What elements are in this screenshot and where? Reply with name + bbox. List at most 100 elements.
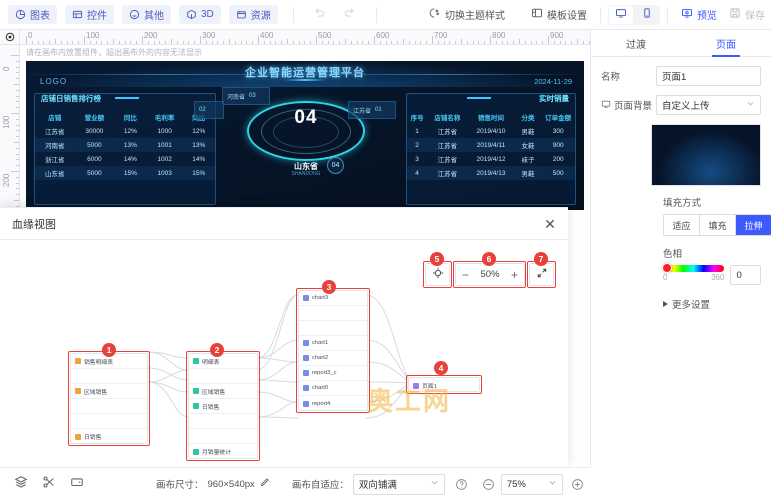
ruler-tick xyxy=(16,72,19,74)
lineage-node-row[interactable]: 日销售 xyxy=(189,399,257,414)
dashboard-left-panel-title: 店铺日销售排行榜 xyxy=(41,94,101,103)
table-header-cell: 营业额 xyxy=(84,115,105,122)
screenshot-icon[interactable] xyxy=(70,475,84,494)
undo-button[interactable] xyxy=(309,5,331,25)
dashboard-left-panel[interactable]: 店铺日销售排行榜 店铺营业额同比毛利率同比江苏省3000012%100012%河… xyxy=(34,93,216,205)
lineage-node-row[interactable]: 月销量统计 xyxy=(189,444,257,459)
fill-mode-stretch[interactable]: 拉伸 xyxy=(736,215,771,235)
dashboard-mini-card-0[interactable]: 河南省 03 xyxy=(222,87,270,105)
fill-mode-fill[interactable]: 填充 xyxy=(700,215,736,235)
help-icon[interactable] xyxy=(455,478,468,491)
ruler-tick xyxy=(11,55,19,56)
toolbar-chip-other[interactable]: 其他 xyxy=(122,5,171,24)
graph-zoom-out-button[interactable]: − xyxy=(462,267,470,282)
toolbar-chip-widgets[interactable]: 控件 xyxy=(65,5,114,24)
toolbar-chip-3d[interactable]: 3D xyxy=(179,5,221,24)
lineage-node-row[interactable]: 区域销售 xyxy=(71,384,147,399)
preview-button[interactable]: 预览 xyxy=(675,5,723,25)
device-desktop-button[interactable] xyxy=(609,5,633,24)
lineage-node-row[interactable]: 日销售 xyxy=(71,429,147,444)
more-settings-toggle[interactable]: 更多设置 xyxy=(663,297,761,311)
lineage-graph-canvas[interactable]: − 50% + 销售明细表区域销售日销售 明细表区域销售日销售月销量统计 cha… xyxy=(0,240,568,468)
ruler-top-label: 900 xyxy=(550,31,564,40)
lineage-node-label: 区域销售 xyxy=(84,389,108,396)
chevron-down-icon-fit xyxy=(430,478,439,490)
lineage-node-row[interactable]: 页面1 xyxy=(409,378,479,393)
gauge-value: 04 xyxy=(294,107,318,128)
monitor-icon xyxy=(601,99,611,112)
lineage-node-row[interactable]: chart2 xyxy=(299,351,367,366)
redo-button[interactable] xyxy=(339,5,361,25)
tab-page[interactable]: 页面 xyxy=(681,30,771,56)
lineage-node-spacer xyxy=(71,399,147,414)
lineage-node-row[interactable]: chart0 xyxy=(299,381,367,396)
ruler-origin-toggle[interactable] xyxy=(0,30,20,45)
graph-zoom-in-button[interactable]: + xyxy=(511,267,519,282)
ruler-tick xyxy=(49,41,51,44)
lineage-node-row[interactable]: 销售明细表 xyxy=(71,354,147,369)
graph-fullscreen-button[interactable] xyxy=(529,263,554,286)
lineage-node-row[interactable]: chart3 xyxy=(299,291,367,306)
ruler-tick xyxy=(107,41,109,44)
fill-mode-fit[interactable]: 适应 xyxy=(664,215,700,235)
page-background-select[interactable]: 自定义上传 xyxy=(656,95,761,115)
lineage-node-row[interactable]: 明细表 xyxy=(189,354,257,369)
redo-icon xyxy=(343,6,356,24)
ruler-tick xyxy=(16,159,19,161)
ruler-tick xyxy=(298,41,300,44)
tab-transition[interactable]: 过渡 xyxy=(591,30,681,56)
hue-value-input[interactable]: 0 xyxy=(730,265,761,285)
page-name-input[interactable]: 页面1 xyxy=(656,66,761,86)
switch-theme-button[interactable]: 切换主题样式 xyxy=(423,5,511,25)
table-header-cell: 毛利率 xyxy=(154,115,175,122)
ruler-tick xyxy=(16,147,19,149)
hue-slider-knob[interactable] xyxy=(662,263,672,273)
ruler-top-label: 300 xyxy=(202,31,216,40)
canvas-fit-select[interactable]: 双向铺满 xyxy=(352,473,445,495)
lineage-node-row[interactable]: report4 xyxy=(299,396,367,411)
ruler-tick xyxy=(171,39,172,44)
save-button[interactable]: 保存 xyxy=(723,5,771,25)
lineage-node-group-4[interactable]: 页面1 xyxy=(408,377,480,392)
pencil-icon[interactable] xyxy=(259,477,270,491)
dashboard-mini-card-2[interactable]: 02 xyxy=(194,101,224,119)
device-mobile-button[interactable] xyxy=(635,6,659,24)
lineage-node-row[interactable]: 区域销售 xyxy=(189,384,257,399)
ruler-tick xyxy=(147,41,149,44)
toolbar-chip-resources[interactable]: 资源 xyxy=(228,5,278,24)
dashboard-preview[interactable]: 企业智能运营管理平台 LOGO 2024-11-29 店铺日销售排行榜 店铺营业… xyxy=(26,61,584,210)
plus-circle-icon[interactable] xyxy=(571,478,584,491)
ruler-tick xyxy=(16,78,19,80)
scissors-icon[interactable] xyxy=(42,475,56,494)
toolbar-chip-charts[interactable]: 图表 xyxy=(8,5,57,24)
lineage-node-group-1[interactable]: 销售明细表区域销售日销售 xyxy=(70,353,148,444)
zoom-select[interactable]: 75% xyxy=(500,473,563,495)
ruler-tick xyxy=(432,36,433,44)
background-thumbnail[interactable] xyxy=(651,124,761,186)
template-settings-button[interactable]: 模板设置 xyxy=(525,5,593,25)
lineage-node-row[interactable]: chart1 xyxy=(299,336,367,351)
ruler-left-label: 0 xyxy=(2,66,11,71)
minus-circle-icon[interactable] xyxy=(482,478,495,491)
ruler-tick xyxy=(11,113,19,114)
canvas-area[interactable]: 请在画布内放置组件，超出画布外的内容无法显示 企业智能运营管理平台 LOGO 2… xyxy=(20,45,590,210)
dashboard-title-underline xyxy=(285,79,325,81)
table-icon xyxy=(75,388,81,394)
dashboard-mini-card-1[interactable]: 江苏省 01 xyxy=(348,101,396,119)
dashboard-gauge[interactable]: 04 山东省 SHANDONG 04 xyxy=(211,83,401,208)
hue-slider[interactable] xyxy=(662,263,725,273)
lineage-node-row[interactable]: report3_c xyxy=(299,366,367,381)
table-cell: 山东省 xyxy=(45,171,65,178)
ruler-tick xyxy=(200,36,201,44)
ruler-tick xyxy=(490,36,491,44)
table-cell: 12% xyxy=(123,127,137,135)
close-icon[interactable]: ✕ xyxy=(544,216,556,232)
layers-icon[interactable] xyxy=(14,475,28,494)
template-settings-label: 模板设置 xyxy=(547,11,587,22)
ruler-tick xyxy=(246,41,248,44)
lineage-node-group-2[interactable]: 明细表区域销售日销售月销量统计 xyxy=(188,353,258,459)
